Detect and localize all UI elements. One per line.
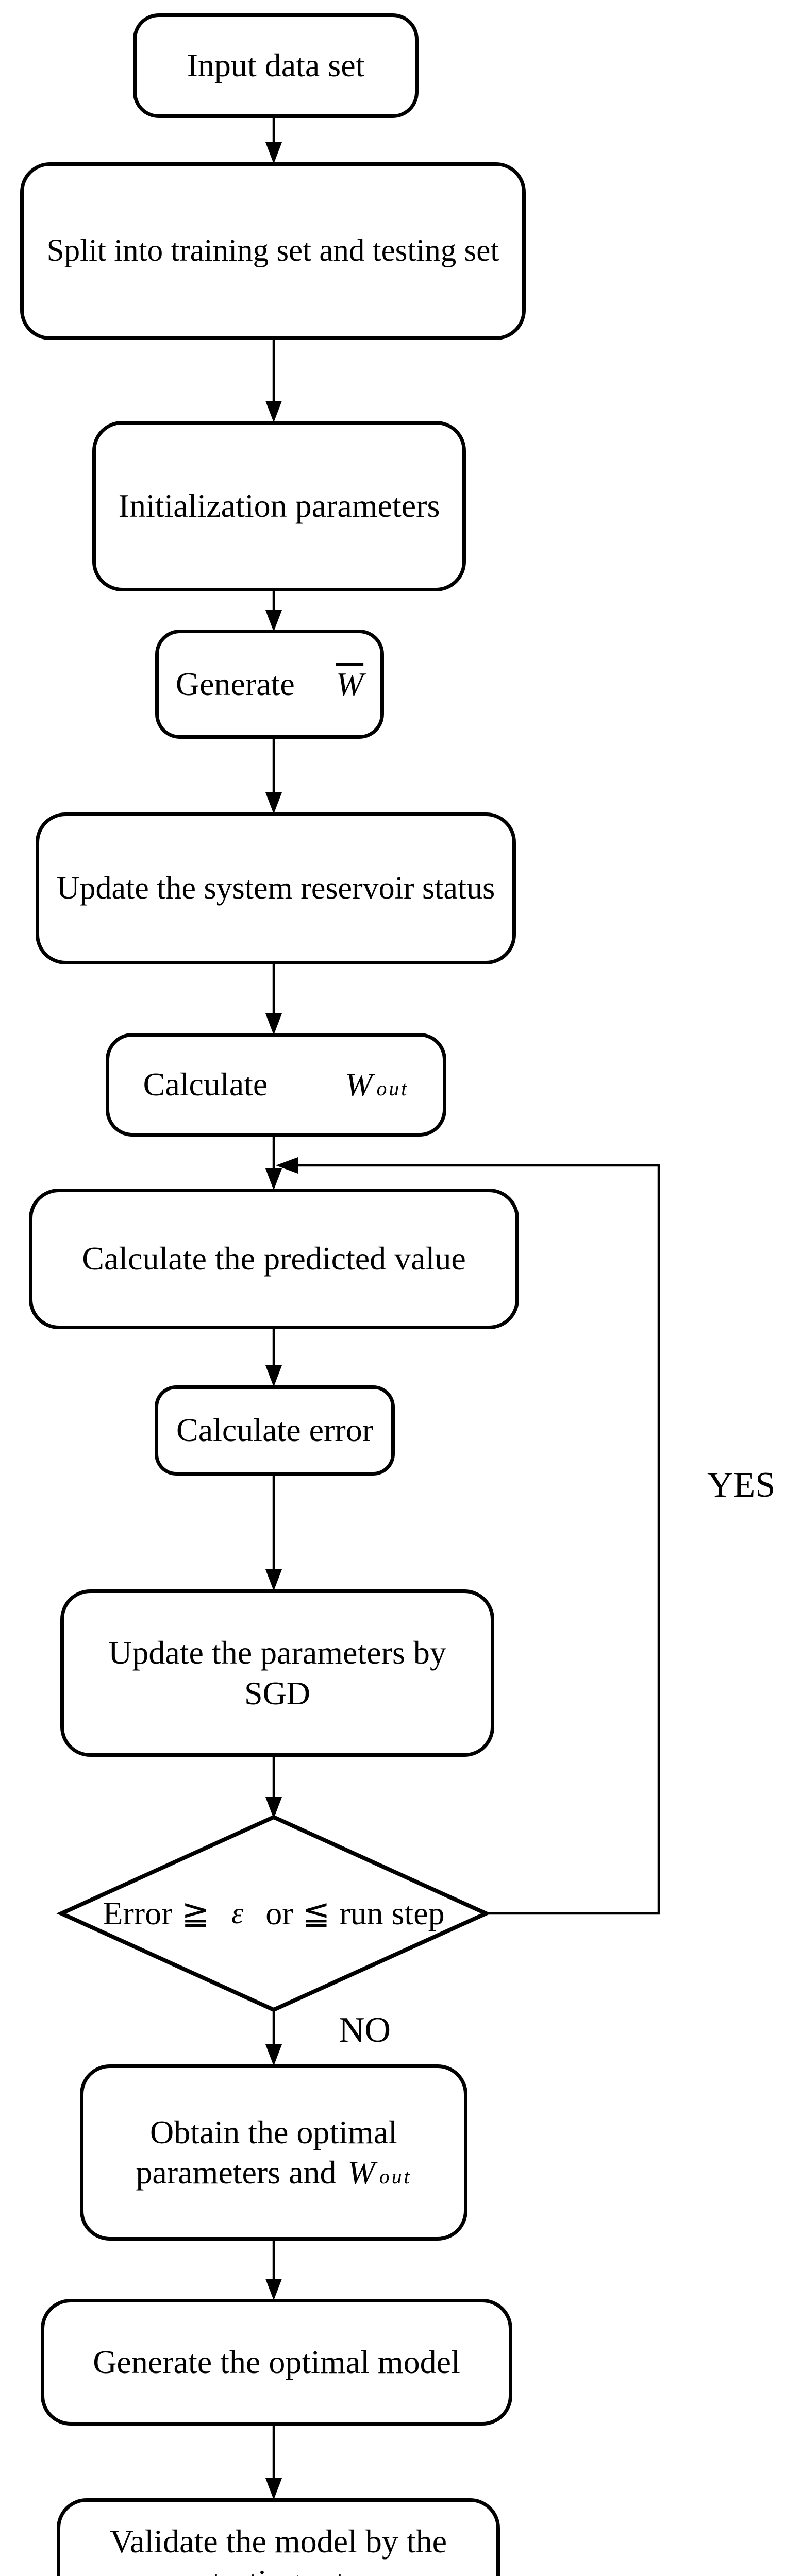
node-label-line1: Validate the model by the — [109, 2522, 447, 2560]
node-label: Split into training set and testing set — [46, 233, 499, 268]
arrowhead — [265, 2044, 282, 2066]
arrowhead — [265, 610, 282, 632]
arrowhead — [265, 1013, 282, 1035]
node-calculate-predicted-value: Calculate the predicted value — [29, 1189, 519, 1329]
node-label-line1: Obtain the optimal — [150, 2113, 397, 2150]
node-label: Input data set — [187, 47, 365, 84]
node-label: Generate W — [176, 664, 363, 704]
node-update-reservoir-status: Update the system reservoir status — [36, 812, 516, 964]
node-label: Update the system reservoir status — [56, 870, 495, 906]
no-branch-label: NO — [339, 2010, 391, 2050]
arrowhead — [265, 1797, 282, 1819]
node-label: Initialization parameters — [118, 487, 440, 524]
node-label: Generate the optimal model — [93, 2343, 460, 2380]
node-label-line2: testing set — [212, 2562, 345, 2576]
arrowhead — [265, 401, 282, 422]
yes-feedback-line — [297, 1164, 660, 1915]
epsilon-symbol: ε — [231, 1896, 244, 1930]
arrowhead — [265, 142, 282, 164]
decision-error-threshold: Error ≧ ε or ≦ run step — [103, 1895, 445, 1931]
node-input-data-set: Input data set — [133, 13, 419, 118]
yes-feedback-arrowhead — [276, 1157, 298, 1174]
node-calculate-error: Calculate error — [155, 1385, 395, 1476]
node-split-dataset: Split into training set and testing set — [20, 162, 526, 340]
node-label: Calculate the predicted value — [82, 1240, 466, 1277]
arrowhead — [265, 2279, 282, 2300]
yes-branch-label: YES — [707, 1465, 776, 1505]
arrowhead — [265, 792, 282, 814]
w-bar-symbol: W — [336, 665, 364, 702]
arrowhead — [265, 1168, 282, 1190]
geq-symbol: ≧ — [181, 1895, 210, 1931]
decision-diamond-shape — [56, 1815, 491, 2012]
arrowhead — [265, 1365, 282, 1387]
w-out-symbol: W — [347, 2154, 375, 2191]
node-validate-model: Validate the model by the testing set — [57, 2498, 500, 2576]
node-label-line2: SGD — [244, 1674, 311, 1711]
arrowhead — [265, 1569, 282, 1591]
node-label-line1: Update the parameters by — [108, 1634, 446, 1671]
node-label: Calculate error — [176, 1412, 373, 1449]
w-out-symbol: W — [345, 1066, 373, 1103]
node-update-parameters-sgd: Update the parameters by SGD — [60, 1589, 494, 1757]
node-generate-w: Generate W — [155, 630, 384, 739]
leq-symbol: ≦ — [302, 1895, 330, 1931]
node-initialization-parameters: Initialization parameters — [92, 421, 466, 591]
node-generate-optimal-model: Generate the optimal model — [41, 2299, 512, 2426]
arrowhead — [265, 2478, 282, 2500]
